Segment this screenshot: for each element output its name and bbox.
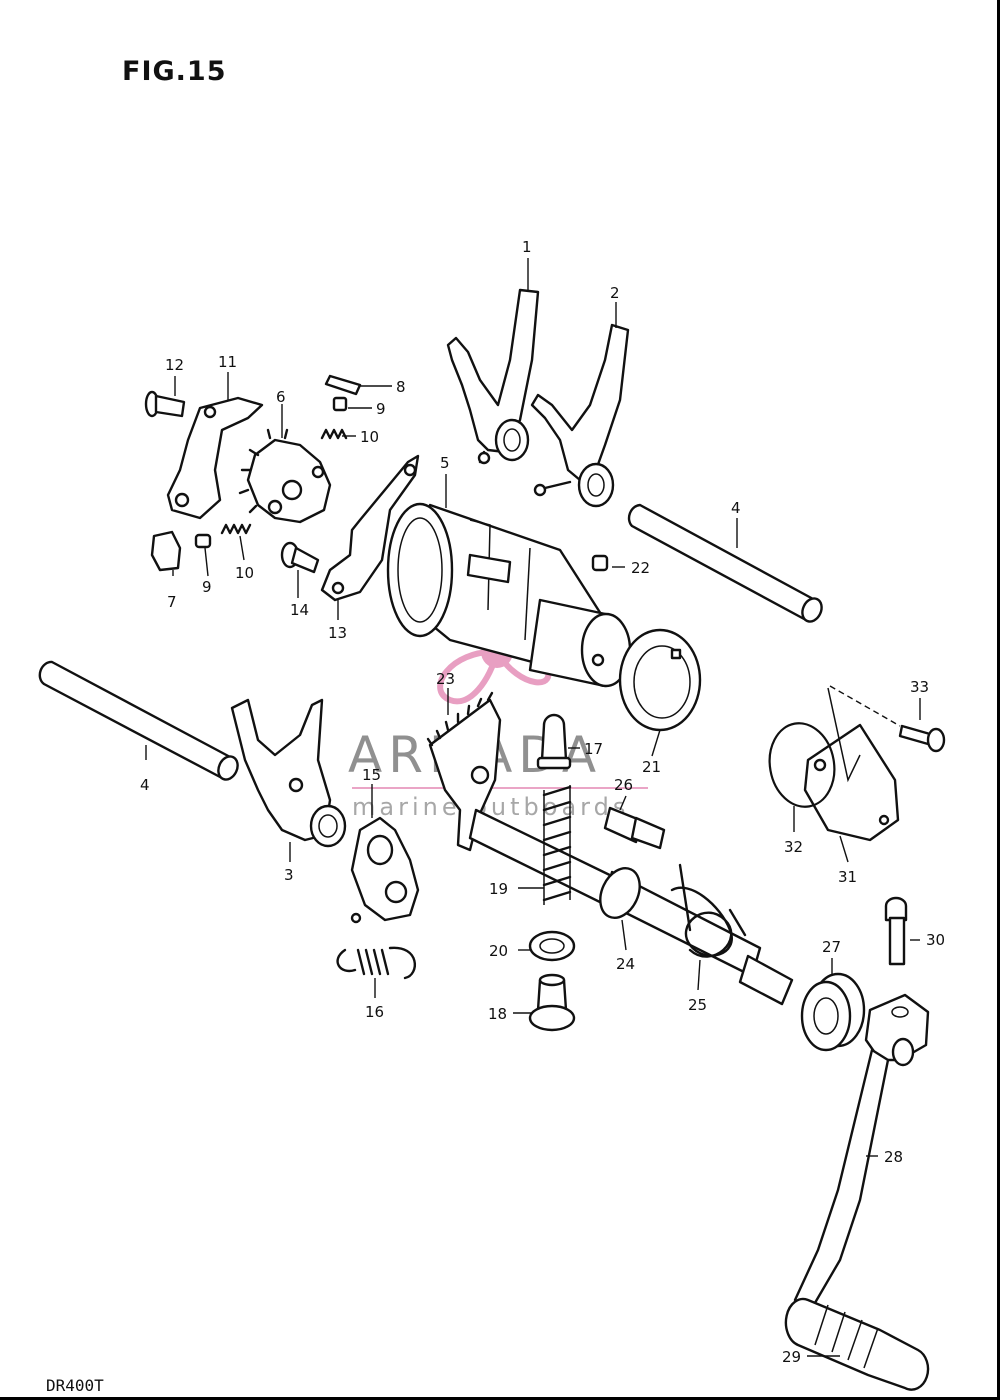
part-9-pin-upper	[332, 396, 348, 412]
callout-26: 26	[614, 776, 633, 794]
frame-border-bottom	[0, 1397, 1000, 1400]
part-32-o-ring	[768, 722, 836, 808]
part-7-holder	[150, 530, 182, 572]
part-5-shift-cam-drum	[386, 502, 632, 688]
part-18-cap-bolt	[528, 973, 576, 1032]
part-1-shift-fork	[446, 288, 540, 465]
part-15-cam-stopper	[350, 816, 420, 924]
callout-15: 15	[362, 766, 381, 784]
part-26-bolt	[603, 806, 666, 850]
part-22-pin	[591, 554, 609, 572]
part-23-gear-segment	[426, 691, 502, 852]
part-25-return-spring	[670, 863, 747, 958]
callout-23: 23	[436, 670, 455, 688]
part-29-pedal-rubber	[784, 1297, 930, 1391]
callout-11: 11	[218, 353, 237, 371]
callout-7: 7	[167, 593, 177, 611]
part-8-stopper	[324, 374, 362, 396]
callout-10-lower: 10	[235, 564, 254, 582]
callout-2: 2	[610, 284, 620, 302]
callout-32: 32	[784, 838, 803, 856]
part-14-screw	[280, 541, 320, 574]
callout-22: 22	[631, 559, 650, 577]
part-13-stopper-plate	[320, 454, 420, 602]
callout-25: 25	[688, 996, 707, 1014]
callout-17: 17	[584, 740, 603, 758]
part-27-oil-seal	[800, 972, 866, 1052]
part-11-cam-guide	[166, 396, 264, 520]
callout-18: 18	[488, 1005, 507, 1023]
callout-19: 19	[489, 880, 508, 898]
callout-numbers: 1 2 3 4 4 5 6 7 8 9 9 10 10 11 12 13 14 …	[140, 238, 945, 1366]
callout-24: 24	[616, 955, 635, 973]
callout-10-upper: 10	[360, 428, 379, 446]
callout-1: 1	[522, 238, 532, 256]
frame-border-right	[997, 0, 1000, 1400]
callout-4-right: 4	[731, 499, 741, 517]
callout-16: 16	[365, 1003, 384, 1021]
part-24-shift-shaft	[468, 808, 794, 1006]
part-10-spring-lower	[220, 523, 252, 535]
callout-29: 29	[782, 1348, 801, 1366]
callout-27: 27	[822, 938, 841, 956]
callout-33: 33	[910, 678, 929, 696]
callout-5: 5	[440, 454, 450, 472]
part-4-fork-shaft-left	[38, 660, 239, 781]
leader-lines	[145, 258, 921, 1357]
part-28-gear-shift-lever	[793, 993, 930, 1310]
part-30-bolt	[884, 896, 908, 966]
part-2-shift-fork	[530, 323, 630, 508]
part-10-spring-upper	[320, 428, 348, 440]
figure-title: FIG.15	[122, 56, 227, 87]
callout-20: 20	[489, 942, 508, 960]
callout-21: 21	[642, 758, 661, 776]
callout-9-upper: 9	[376, 400, 386, 418]
part-17-stopper-pin	[536, 713, 572, 770]
callout-12: 12	[165, 356, 184, 374]
callout-13: 13	[328, 624, 347, 642]
part-12-screw	[144, 390, 186, 418]
model-code: DR400T	[46, 1376, 104, 1395]
part-20-washer	[528, 930, 576, 962]
part-33-screw	[829, 685, 946, 753]
part-3-shift-fork	[230, 698, 347, 848]
callout-6: 6	[276, 388, 286, 406]
part-16-spring	[336, 946, 416, 980]
callout-14: 14	[290, 601, 309, 619]
callout-8: 8	[396, 378, 406, 396]
callout-31: 31	[838, 868, 857, 886]
callout-30: 30	[926, 931, 945, 949]
callout-28: 28	[884, 1148, 903, 1166]
part-21-plate	[618, 628, 702, 732]
callout-4-left: 4	[140, 776, 150, 794]
part-6-cam-driven-gear	[238, 428, 332, 524]
callout-9-lower: 9	[202, 578, 212, 596]
part-9-pin-lower	[194, 533, 212, 549]
part-31-cover	[803, 687, 900, 842]
part-4-fork-shaft-right	[627, 503, 823, 623]
callout-3: 3	[284, 866, 294, 884]
part-19-spring	[542, 785, 572, 905]
